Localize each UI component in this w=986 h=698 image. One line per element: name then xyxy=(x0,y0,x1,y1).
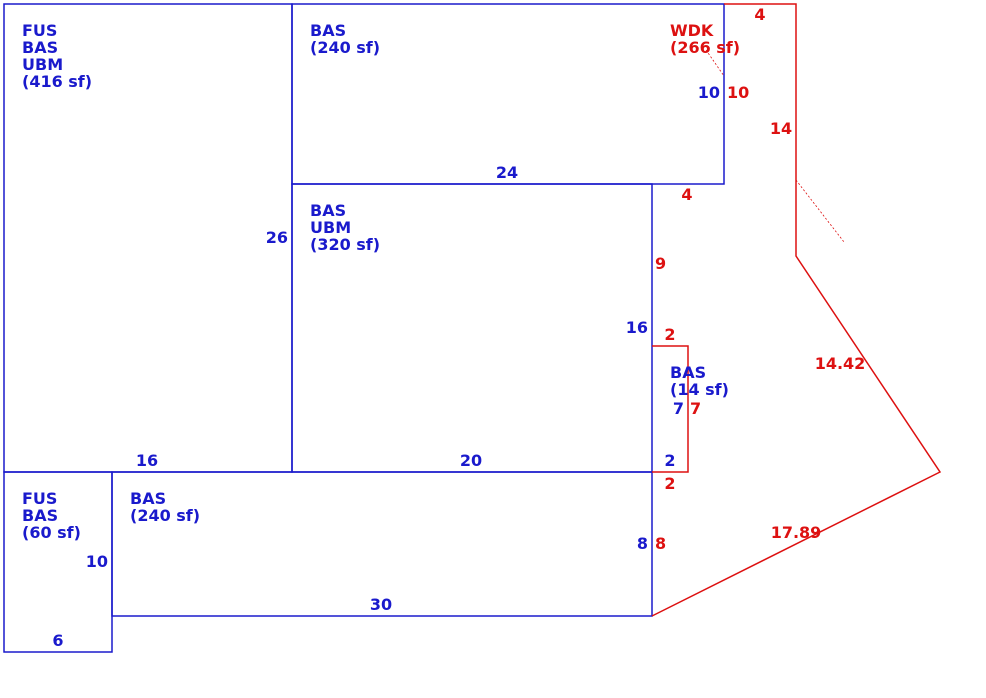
dim-bump-bottom-inner: 2 xyxy=(664,451,675,470)
red-dimension-labels: 4 10 14 4 9 2 7 2 8 14.42 17.89 xyxy=(655,5,865,553)
dim-deck-upper-height: 9 xyxy=(655,254,666,273)
dim-bump-bottom-outer: 2 xyxy=(664,474,675,493)
area-fus-416-label-3: UBM xyxy=(22,55,63,74)
area-bas-ubm-320-label-3: (320 sf) xyxy=(310,235,380,254)
dim-top-width: 24 xyxy=(496,163,518,182)
area-fus-416-label-2: BAS xyxy=(22,38,58,57)
dim-middle-width: 20 xyxy=(460,451,482,470)
deck-wdk-outline xyxy=(651,3,942,617)
area-bas-240-top-label-1: BAS xyxy=(310,21,346,40)
area-fus-416-label-1: FUS xyxy=(22,21,57,40)
area-fus-60-label-2: BAS xyxy=(22,506,58,525)
dim-small-width: 6 xyxy=(52,631,63,650)
area-wdk-266-label-2: (266 sf) xyxy=(670,38,740,57)
area-bas-240-top-label-2: (240 sf) xyxy=(310,38,380,57)
dim-bottom-height: 8 xyxy=(637,534,648,553)
dim-top-right-height: 10 xyxy=(698,83,720,102)
blue-dimension-labels: 10 24 26 16 16 20 7 2 10 6 8 30 xyxy=(52,83,720,650)
area-bas-240-bottom-label-2: (240 sf) xyxy=(130,506,200,525)
dim-deck-top: 4 xyxy=(754,5,765,24)
room-fus-60-outline xyxy=(3,471,113,653)
dim-small-height: 10 xyxy=(86,552,108,571)
area-bas-14-label-2: (14 sf) xyxy=(670,380,729,399)
dim-bottom-width: 30 xyxy=(370,595,392,614)
dim-deck-lower-height: 8 xyxy=(655,534,666,553)
dim-bump-top: 2 xyxy=(664,325,675,344)
area-fus-416-label-4: (416 sf) xyxy=(22,72,92,91)
area-labels: FUS BAS UBM (416 sf) BAS (240 sf) WDK (2… xyxy=(22,21,740,542)
area-bas-ubm-320-label-2: UBM xyxy=(310,218,351,237)
area-bas-14-label-1: BAS xyxy=(670,363,706,382)
structure-outlines xyxy=(3,3,725,653)
dim-diagonal-upper: 14.42 xyxy=(815,354,866,373)
room-bas-240-top-outline xyxy=(291,3,725,185)
dim-left-width: 16 xyxy=(136,451,158,470)
deck-outlines xyxy=(651,3,942,617)
dim-deck-step: 4 xyxy=(681,185,692,204)
area-fus-60-label-1: FUS xyxy=(22,489,57,508)
dim-bump-height-inner: 7 xyxy=(673,399,684,418)
dim-bump-height-outer: 7 xyxy=(690,399,701,418)
dim-left-height: 26 xyxy=(266,228,288,247)
dim-deck-right-height: 14 xyxy=(770,119,792,138)
area-bas-ubm-320-label-1: BAS xyxy=(310,201,346,220)
area-bas-240-bottom-label-1: BAS xyxy=(130,489,166,508)
dim-middle-height: 16 xyxy=(626,318,648,337)
area-fus-60-label-3: (60 sf) xyxy=(22,523,81,542)
dim-diagonal-lower: 17.89 xyxy=(771,523,822,542)
dim-deck-left-height: 10 xyxy=(727,83,749,102)
leader-line-deck xyxy=(795,179,845,243)
leader-line-wdk xyxy=(705,49,725,77)
area-wdk-266-label-1: WDK xyxy=(670,21,714,40)
leader-lines xyxy=(705,49,845,243)
bump-bas-14-outline xyxy=(652,345,689,473)
